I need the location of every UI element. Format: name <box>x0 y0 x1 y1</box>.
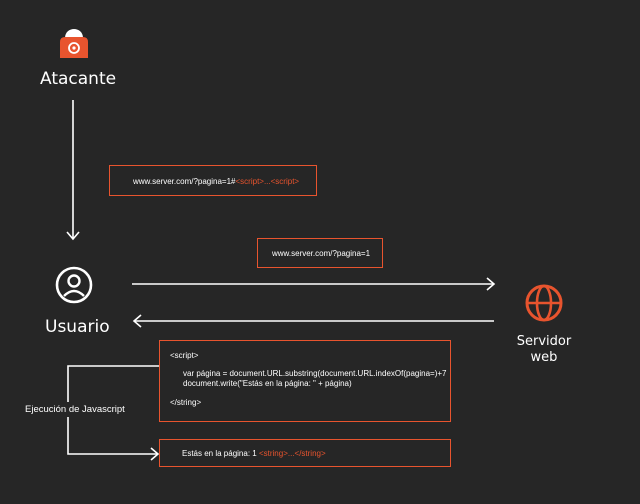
attacker-label: Atacante <box>40 69 117 89</box>
script-close-tag: </string> <box>170 398 202 407</box>
hacker-icon <box>55 18 93 62</box>
globe-icon <box>524 283 564 323</box>
script-line-2: document.write("Estás en la página: " + … <box>183 379 352 388</box>
script-box: <script> var página = document.URL.subst… <box>159 340 451 422</box>
user-icon <box>55 266 93 304</box>
result-payload: <string>...</string> <box>258 449 326 458</box>
request-url-text: www.server.com/?pagina=1 <box>272 249 371 258</box>
server-label-line1: Servidor <box>516 334 572 349</box>
result-plain: Estás en la página: 1 <box>182 449 259 458</box>
malicious-url-payload: <script>...<script> <box>235 177 300 186</box>
request-url-box: www.server.com/?pagina=1 <box>257 238 383 268</box>
result-text: Estás en la página: 1 <string>...</strin… <box>182 449 326 458</box>
arrow-server-to-user <box>132 314 494 328</box>
malicious-url-plain: www.server.com/?pagina=1# <box>133 177 236 186</box>
malicious-url-text: www.server.com/?pagina=1#<script>...<scr… <box>133 177 299 186</box>
script-line-1: var página = document.URL.substring(docu… <box>183 369 447 378</box>
malicious-url-box: www.server.com/?pagina=1#<script>...<scr… <box>109 165 317 196</box>
execution-label: Ejecución de Javascript <box>23 402 127 417</box>
result-box: Estás en la página: 1 <string>...</strin… <box>159 439 451 467</box>
arrow-user-to-server <box>132 277 496 291</box>
arrow-attacker-to-user <box>66 100 80 241</box>
user-label: Usuario <box>45 317 110 337</box>
script-open-tag: <script> <box>170 351 199 360</box>
server-label: Servidor web <box>508 334 580 366</box>
server-label-line2: web <box>530 350 558 365</box>
